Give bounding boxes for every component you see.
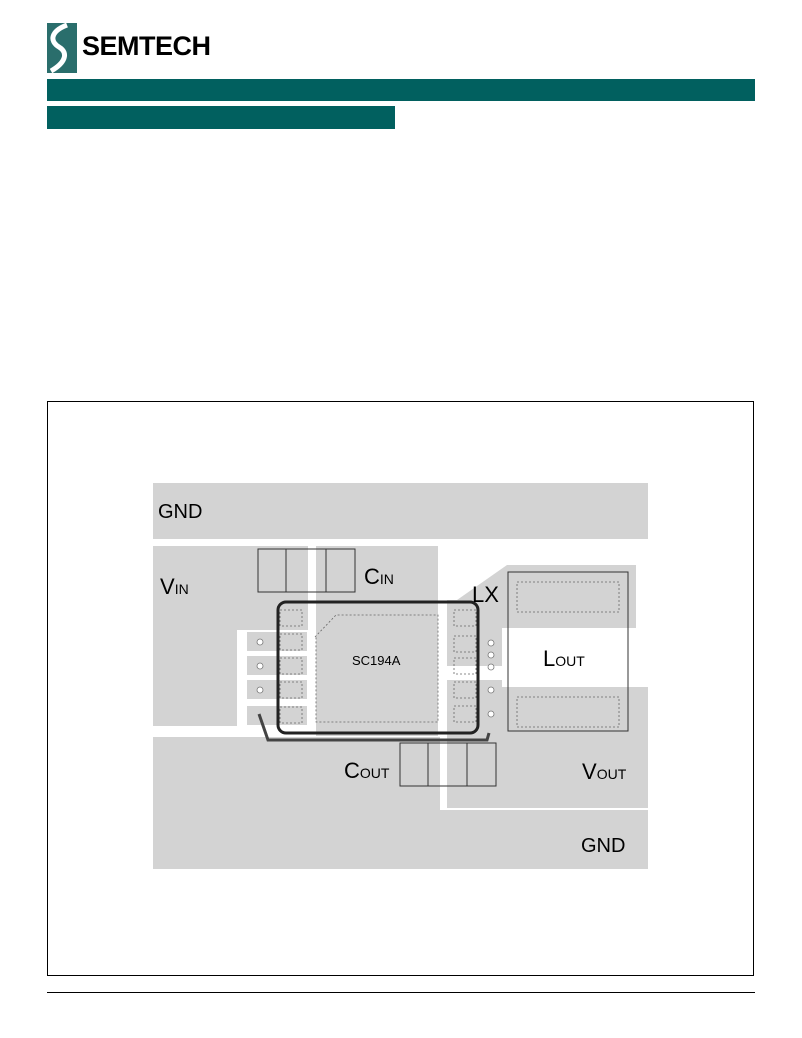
chip-label: SC194A [352, 653, 401, 668]
vin-plane-lower [153, 630, 237, 726]
cin-label: CIN [364, 564, 394, 589]
lx-plane [447, 565, 636, 628]
copper-areas [153, 483, 648, 869]
chip-pad-plane [316, 546, 438, 736]
header-bar [47, 79, 755, 101]
brand-name: SEMTECH [82, 31, 211, 61]
cout-label: COUT [344, 758, 390, 783]
cin-capacitor [257, 548, 356, 593]
feedback-trace [257, 713, 491, 742]
vin-label: VIN [160, 574, 189, 599]
lout-label: LOUT [543, 646, 585, 671]
gnd-top-plane [153, 483, 648, 539]
semtech-logo-icon [47, 22, 77, 74]
figure-frame [47, 401, 754, 976]
gnd-bottom-left-plane [153, 737, 440, 869]
pad-outlines [279, 581, 620, 728]
vin-plane [153, 546, 308, 630]
vout-pad-area [447, 680, 502, 730]
components [257, 548, 629, 787]
gnd-top-label: GND [158, 501, 202, 523]
lx-label: LX [472, 582, 499, 607]
footer-divider [47, 992, 755, 993]
chip-outline [276, 600, 480, 735]
vout-label: VOUT [582, 759, 627, 784]
gnd-bottom-label: GND [581, 835, 625, 857]
vias [256, 638, 495, 718]
cout-capacitor [399, 742, 497, 787]
gnd-bottom-right-plane [440, 810, 648, 869]
lx-pad-area [447, 628, 502, 666]
inductor-outline [507, 571, 629, 732]
section-title-bar [47, 106, 395, 129]
